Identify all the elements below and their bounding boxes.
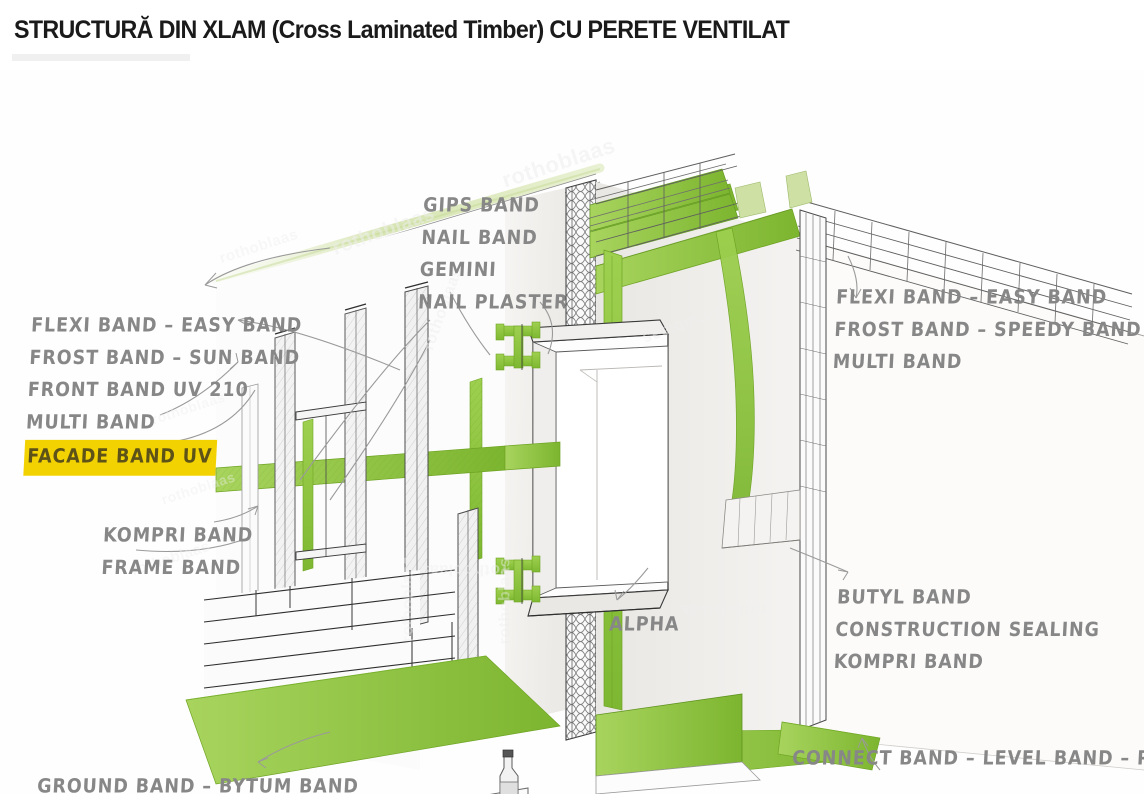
label-line: FROST BAND – SUN BAND [28, 346, 301, 370]
ground-connection-right [595, 693, 881, 794]
green-roof-band [595, 208, 801, 295]
label-line: CONSTRUCTION SEALING [834, 618, 1101, 642]
label-line: KOMPRI BAND [102, 524, 254, 547]
leader-lines [135, 247, 881, 771]
label-line: FACADE BAND UV [23, 439, 296, 476]
label-line: FROST BAND – SPEEDY BAND [833, 318, 1143, 342]
batten-2 [274, 327, 296, 637]
green-ground-band-left [185, 655, 561, 785]
roof-eave-right [795, 199, 1133, 345]
page-header: STRUCTURĂ DIN XLAM (Cross Laminated Timb… [0, 0, 1144, 70]
roof-ridge-green-line [211, 163, 605, 285]
highlighted-label: FACADE BAND UV [23, 439, 218, 476]
label-line: FLEXI BAND – EASY BAND [835, 286, 1108, 309]
roof-eave-left-lines [595, 153, 742, 257]
label-line: MULTI BAND [832, 351, 963, 374]
label-group-flexi-right-group: FLEXI BAND – EASY BAND FROST BAND – SPEED… [832, 282, 1144, 379]
label-group-butyl-group: BUTYL BAND CONSTRUCTION SEALING KOMPRI BAN… [833, 582, 1102, 679]
watermark-rothoblaas: rothoblaas [680, 601, 767, 618]
label-line: KOMPRI BAND [833, 651, 985, 674]
window-opening [527, 319, 669, 617]
bitumen-roll [489, 749, 529, 794]
eave-corner-green-drip [734, 170, 813, 219]
window-seal-bottom [495, 555, 541, 605]
batten-4 [404, 281, 429, 629]
label-group-alpha: ALPHA [608, 609, 680, 641]
window-seal-top [495, 321, 541, 371]
right-wall-fold [721, 489, 801, 549]
corner-post-right [799, 209, 827, 731]
watermark-rothoblaas: rothoblaas [420, 561, 507, 578]
label-line: GIPS BAND [422, 194, 541, 217]
label-line: ALPHA [608, 613, 680, 636]
watermark-rothoblaas: rothoblaas [496, 557, 514, 645]
label-line: BUTYL BAND [836, 586, 973, 609]
watermark-rothoblaas: rothoblaas [399, 555, 417, 643]
vertical-battens [241, 281, 479, 717]
label-group-flexi-left-group: FLEXI BAND – EASY BAND FROST BAND – SUN B… [23, 310, 303, 476]
construction-drawing [135, 153, 1144, 794]
batten-green-strip [295, 401, 367, 572]
label-group-ground-group: GROUND BAND – BYTUM BAND [36, 771, 360, 794]
label-line: FLEXI BAND – EASY BAND [30, 314, 303, 337]
label-group-gips-group: GIPS BAND NAIL BAND GEMINI NAIL PLASTER [417, 190, 574, 320]
page-title: STRUCTURĂ DIN XLAM (Cross Laminated Timb… [14, 16, 790, 44]
label-line: GROUND BAND – BYTUM BAND [36, 775, 360, 794]
label-line: MULTI BAND [25, 411, 157, 435]
label-line: FRONT BAND UV 210 [27, 379, 250, 402]
label-line: CONNECT BAND – LEVEL BAND – PROTECT [791, 747, 1144, 770]
label-line: FRAME BAND [100, 556, 242, 580]
label-group-connect-group: CONNECT BAND – LEVEL BAND – PROTECT [791, 743, 1144, 775]
label-group-kompri-frame-group: KOMPRI BAND FRAME BAND [101, 520, 254, 585]
label-line: NAIL BAND [420, 226, 539, 250]
label-line: NAIL PLASTER [417, 291, 569, 315]
title-underline [12, 54, 190, 61]
label-line: GEMINI [419, 259, 498, 282]
